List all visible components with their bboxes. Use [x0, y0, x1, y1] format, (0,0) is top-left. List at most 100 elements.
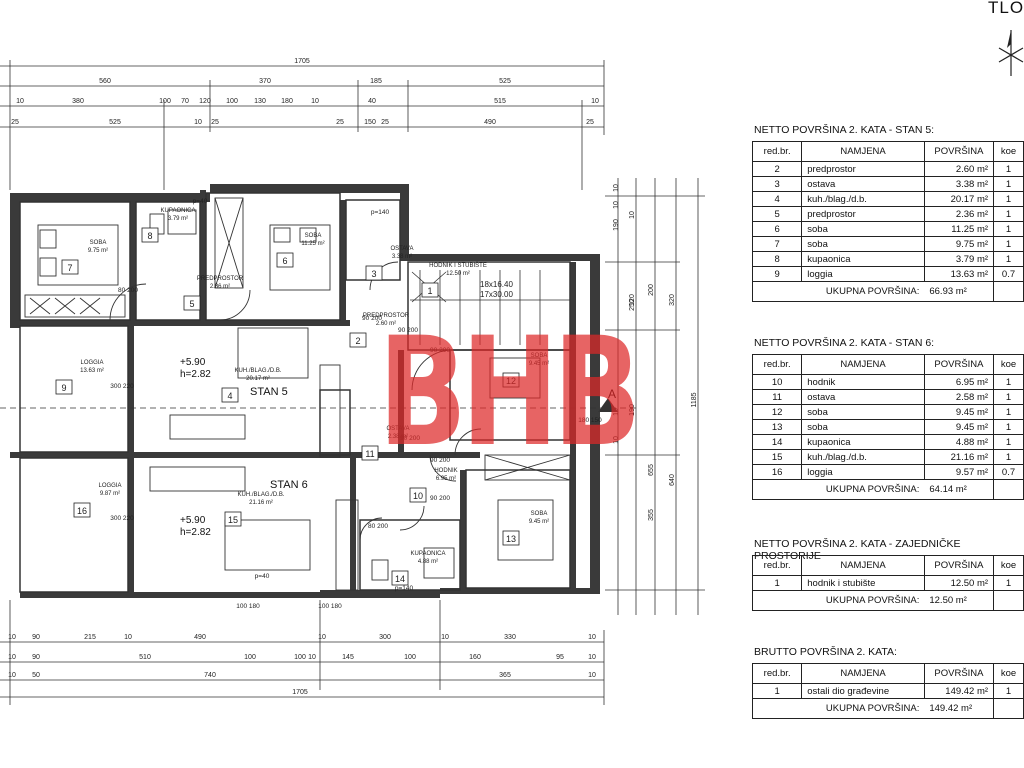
room-number-box [276, 252, 294, 268]
opening-dimension: 90 200 [430, 457, 450, 464]
room-number-box [365, 265, 383, 281]
dimension-label: 100 [294, 654, 306, 661]
table-cell-name: hodnik [801, 374, 925, 390]
room-area: 2.38 m² [388, 434, 408, 440]
table-cell-coef: 1 [993, 374, 1024, 390]
dimension-label: 10 [441, 634, 449, 641]
table-cell-area: 9.45 m² [923, 404, 995, 420]
room-name: HODNIK I STUBIŠTE [429, 262, 487, 269]
dimension-label: 10 [8, 634, 16, 641]
table-cell-no: 3 [751, 176, 803, 192]
dimension-label: 250 [629, 299, 636, 311]
table-cell-name: predprostor [801, 206, 925, 222]
table-header-area: POVRŠINA [923, 354, 995, 375]
table-cell-empty [993, 698, 1024, 719]
room-number: 9 [61, 383, 66, 393]
room-name: KUH./BLAG./D.B. [237, 492, 284, 498]
table-cell-area: 9.45 m² [923, 419, 995, 435]
room-number-box [349, 332, 367, 348]
dimension-label: 515 [494, 98, 506, 105]
apartment-5-h: h=2.82 [180, 369, 211, 380]
room-number-box [409, 487, 427, 503]
room-number: 4 [227, 391, 232, 401]
table-cell-area: 21.16 m² [923, 449, 995, 465]
table-cell-name: kupaonica [801, 434, 925, 450]
dimension-label: 10 [311, 98, 319, 105]
room-area: 12.50 m² [446, 271, 470, 277]
opening-dimension: 300 220 [110, 383, 134, 390]
dimension-label: 90 [32, 634, 40, 641]
opening-dimension: 90 200 [430, 495, 450, 502]
table-cell-coef: 0.7 [993, 266, 1024, 282]
table-cell-no: 5 [751, 206, 803, 222]
apartment-labels: STAN 5 +5.90 h=2.82 STAN 6 +5.90 h=2.82 [180, 357, 308, 538]
room-name: SOBA [531, 353, 548, 359]
dimension-label: 355 [648, 509, 655, 521]
dimension-label: 95 [556, 654, 564, 661]
room-number-box [221, 387, 239, 403]
opening-dimension: 90 200 [430, 347, 450, 354]
table-header-coef: koe [993, 555, 1024, 576]
room-name: OSTAVA [386, 426, 409, 432]
dimension-label: 370 [259, 78, 271, 85]
apartment-6-h: h=2.82 [180, 527, 211, 538]
table-cell-coef: 1 [993, 404, 1024, 420]
table-header-no: red.br. [751, 663, 803, 684]
section-arrow [598, 398, 618, 412]
table-cell-coef: 1 [993, 206, 1024, 222]
room-area: 6.95 m² [436, 476, 456, 482]
dimension-label: 25 [336, 119, 344, 126]
table-cell-name: kuh./blag./d.b. [801, 449, 925, 465]
room-number-box [224, 511, 242, 527]
table-cell-name: loggia [801, 464, 925, 480]
dimension-label: 1185 [691, 392, 698, 407]
dimension-label: 10 [613, 184, 620, 192]
table-cell-no: 15 [751, 449, 803, 465]
table-cell-no: 9 [751, 266, 803, 282]
dimension-label: 1705 [292, 689, 308, 696]
table-total-row: UKUPNA POVRŠINA:149.42 m² [751, 698, 1024, 719]
table-cell-empty [993, 281, 1024, 302]
dimension-label: 380 [72, 98, 84, 105]
table-cell-coef: 1 [993, 236, 1024, 252]
table-cell-no: 2 [751, 161, 803, 177]
dimension-label: 10 [308, 654, 316, 661]
opening-dimension: p=40 [193, 198, 208, 205]
table-cell-no: 16 [751, 464, 803, 480]
table-cell-empty [751, 698, 802, 719]
opening-dimension: p=140 [395, 585, 414, 592]
table-total-label: UKUPNA POVRŠINA: [801, 698, 925, 719]
room-number-box [61, 259, 79, 275]
table-cell-empty [993, 479, 1024, 500]
stair-note-1: 18x16.40 [480, 280, 513, 289]
table-cell-name: soba [801, 404, 925, 420]
table-cell-name: kupaonica [801, 251, 925, 267]
room-number: 16 [77, 506, 87, 516]
room-number-box [183, 295, 201, 311]
apartment-5-height: +5.90 [180, 357, 206, 368]
room-name: SOBA [90, 240, 107, 246]
dimension-label: 10 [194, 119, 202, 126]
room-area: 4.88 m² [418, 559, 438, 565]
table-total-label: UKUPNA POVRŠINA: [801, 479, 925, 500]
table-cell-coef: 1 [993, 251, 1024, 267]
room-number: 8 [147, 231, 152, 241]
room-area: 3.79 m² [168, 216, 188, 222]
table-cell-coef: 1 [993, 575, 1024, 591]
room-number: 14 [395, 574, 405, 584]
dimension-label: 70 [181, 98, 189, 105]
